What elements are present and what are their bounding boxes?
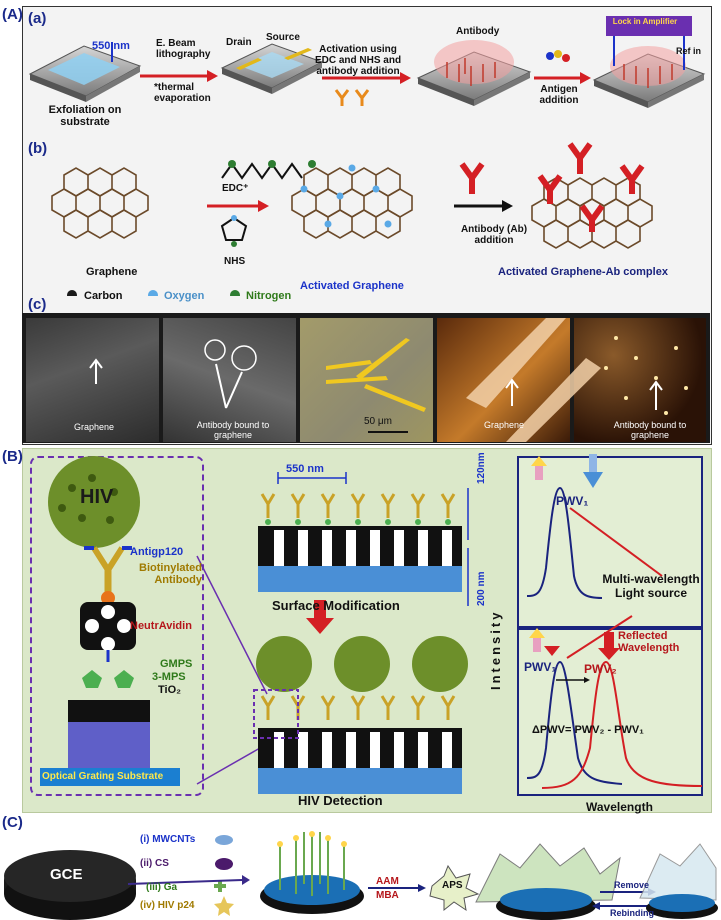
cs-label: (ii) CS: [140, 858, 169, 869]
remove-label: Remove: [614, 880, 650, 890]
multi-wavelength-label: Multi-wavelength Light source: [602, 572, 700, 600]
aps-burst: [429, 864, 480, 912]
caption-antibody-2: Antibody bound to graphene: [196, 420, 270, 440]
surface-modification-label: Surface Modification: [272, 598, 400, 613]
antibody-y: [459, 162, 485, 194]
edc-molecule: [221, 162, 303, 180]
dim-550-label: 550 nm: [92, 40, 130, 52]
p24-icon: [214, 896, 234, 916]
pwv1-top-label: PWV₁: [556, 494, 589, 508]
panel-a-label: (a): [28, 10, 47, 27]
caption-graphene-1: Graphene: [74, 422, 115, 432]
aam-label: AAM: [376, 876, 399, 887]
sem-image-2: [163, 318, 296, 442]
thermal-label: *thermal evaporation: [154, 82, 211, 104]
graphene-lattice: [51, 167, 149, 239]
biotinylated-antibody-label: Biotinylated Antibody: [139, 562, 202, 586]
delta-pwv-label: ΔPWV= PWV₂ - PWV₁: [532, 724, 644, 736]
ab-addition-label: Antibody (Ab) addition: [460, 224, 528, 246]
caption-antibody-5: Antibody bound to graphene: [613, 420, 687, 440]
activation-label: Activation using EDC and NHS and antibod…: [314, 44, 402, 77]
ga-icon: [214, 880, 226, 892]
bottom-grating: [253, 636, 468, 794]
drain-electrode: [236, 58, 262, 70]
neutravidin-block: [80, 602, 136, 650]
gmps-label: GMPS: [160, 658, 193, 670]
micrograph-overlays: [89, 318, 688, 442]
antibody-icons: [334, 89, 370, 106]
pwv1-label: PWV₁: [524, 660, 557, 674]
top-grating: [258, 493, 462, 592]
tio2-label: TiO₂: [158, 684, 182, 696]
panel-c-label: (c): [28, 296, 47, 313]
nhs-molecule: [220, 216, 248, 241]
intensity-axis-label: Intensity: [488, 609, 503, 690]
nhs-label: NHS: [224, 256, 246, 267]
mwcnt-icon: [215, 835, 233, 845]
activated-graphene-label: Activated Graphene: [300, 280, 404, 292]
panel-C-label: (C): [2, 814, 23, 831]
neutravidin-label: NeutrAvidin: [130, 620, 192, 632]
scale-bar-label: 50 μm: [364, 416, 392, 427]
afm-image-5: [574, 318, 706, 442]
source-electrode: [284, 48, 312, 60]
chemistry-schematic: [51, 142, 653, 296]
mps-label: 3-MPS: [152, 671, 186, 683]
hiv-p24-label: (iv) HIV p24: [140, 900, 195, 911]
legend-nitrogen: Nitrogen: [246, 290, 292, 302]
gce-fabrication-schematic: [4, 831, 718, 920]
dim-200nm-label: 200 nm: [476, 571, 487, 606]
grating-block: [68, 700, 150, 722]
hiv-detection-label: HIV Detection: [298, 793, 383, 808]
graphene-label: Graphene: [86, 266, 138, 278]
caption-graphene-4: Graphene: [484, 420, 525, 430]
lock-in-amplifier-box: [606, 16, 692, 36]
sem-image-1: [26, 318, 159, 442]
source-label: Source: [266, 32, 300, 43]
gce-label: GCE: [50, 866, 83, 883]
spectrum-curve-red: [541, 660, 703, 789]
ebeam-label: E. Beam lithography: [156, 38, 211, 60]
cs-icon: [215, 858, 233, 870]
ga-label: (iii) Ga: [146, 882, 178, 893]
legend-nitrogen-dot: [230, 290, 240, 296]
antigp120-label: Antigp120: [130, 546, 184, 558]
dim-120nm-label: 120nm: [476, 452, 487, 484]
pwv2-label: PWV₂: [584, 662, 617, 676]
panel-b-label: (b): [28, 140, 48, 157]
hiv-label: HIV: [80, 486, 114, 508]
hiv-biosensor-schematic: [40, 454, 703, 794]
reflected-wavelength-label: Reflected Wavelength: [618, 630, 680, 654]
graphene-flake-1: [48, 53, 120, 85]
aps-label: APS: [442, 880, 463, 891]
hiv-zoom-box: [30, 456, 204, 796]
lockin-label: Lock in Amplifier: [612, 17, 678, 26]
antigen-label: Antigen addition: [539, 84, 579, 106]
refin-label: Ref in: [676, 46, 702, 56]
legend-oxygen-dot: [148, 290, 158, 296]
legend-oxygen: Oxygen: [164, 290, 205, 302]
fabrication-schematic: [28, 16, 706, 108]
panel-B-label: (B): [2, 448, 23, 465]
mba-label: MBA: [376, 890, 399, 901]
exfoliation-label: Exfoliation on substrate: [48, 104, 122, 128]
rebinding-label: Rebinding: [610, 908, 654, 918]
complex-label: Activated Graphene-Ab complex: [498, 266, 668, 278]
substrate-label: Optical Grating Substrate: [42, 771, 164, 782]
dim-550nm-label: 550 nm: [286, 463, 324, 475]
hiv-virus: [48, 456, 140, 548]
mwcnts-label: (i) MWCNTs: [140, 834, 196, 845]
drain-label: Drain: [226, 37, 252, 48]
antibody-label: Antibody: [456, 26, 500, 37]
spectrum-curve-top: [526, 486, 603, 599]
legend-carbon-dot: [67, 290, 77, 296]
wavelength-axis-label: Wavelength: [586, 800, 653, 814]
edc-label: EDC⁺: [222, 183, 249, 194]
panel-A-label: (A): [2, 6, 23, 23]
legend-carbon: Carbon: [84, 290, 123, 302]
